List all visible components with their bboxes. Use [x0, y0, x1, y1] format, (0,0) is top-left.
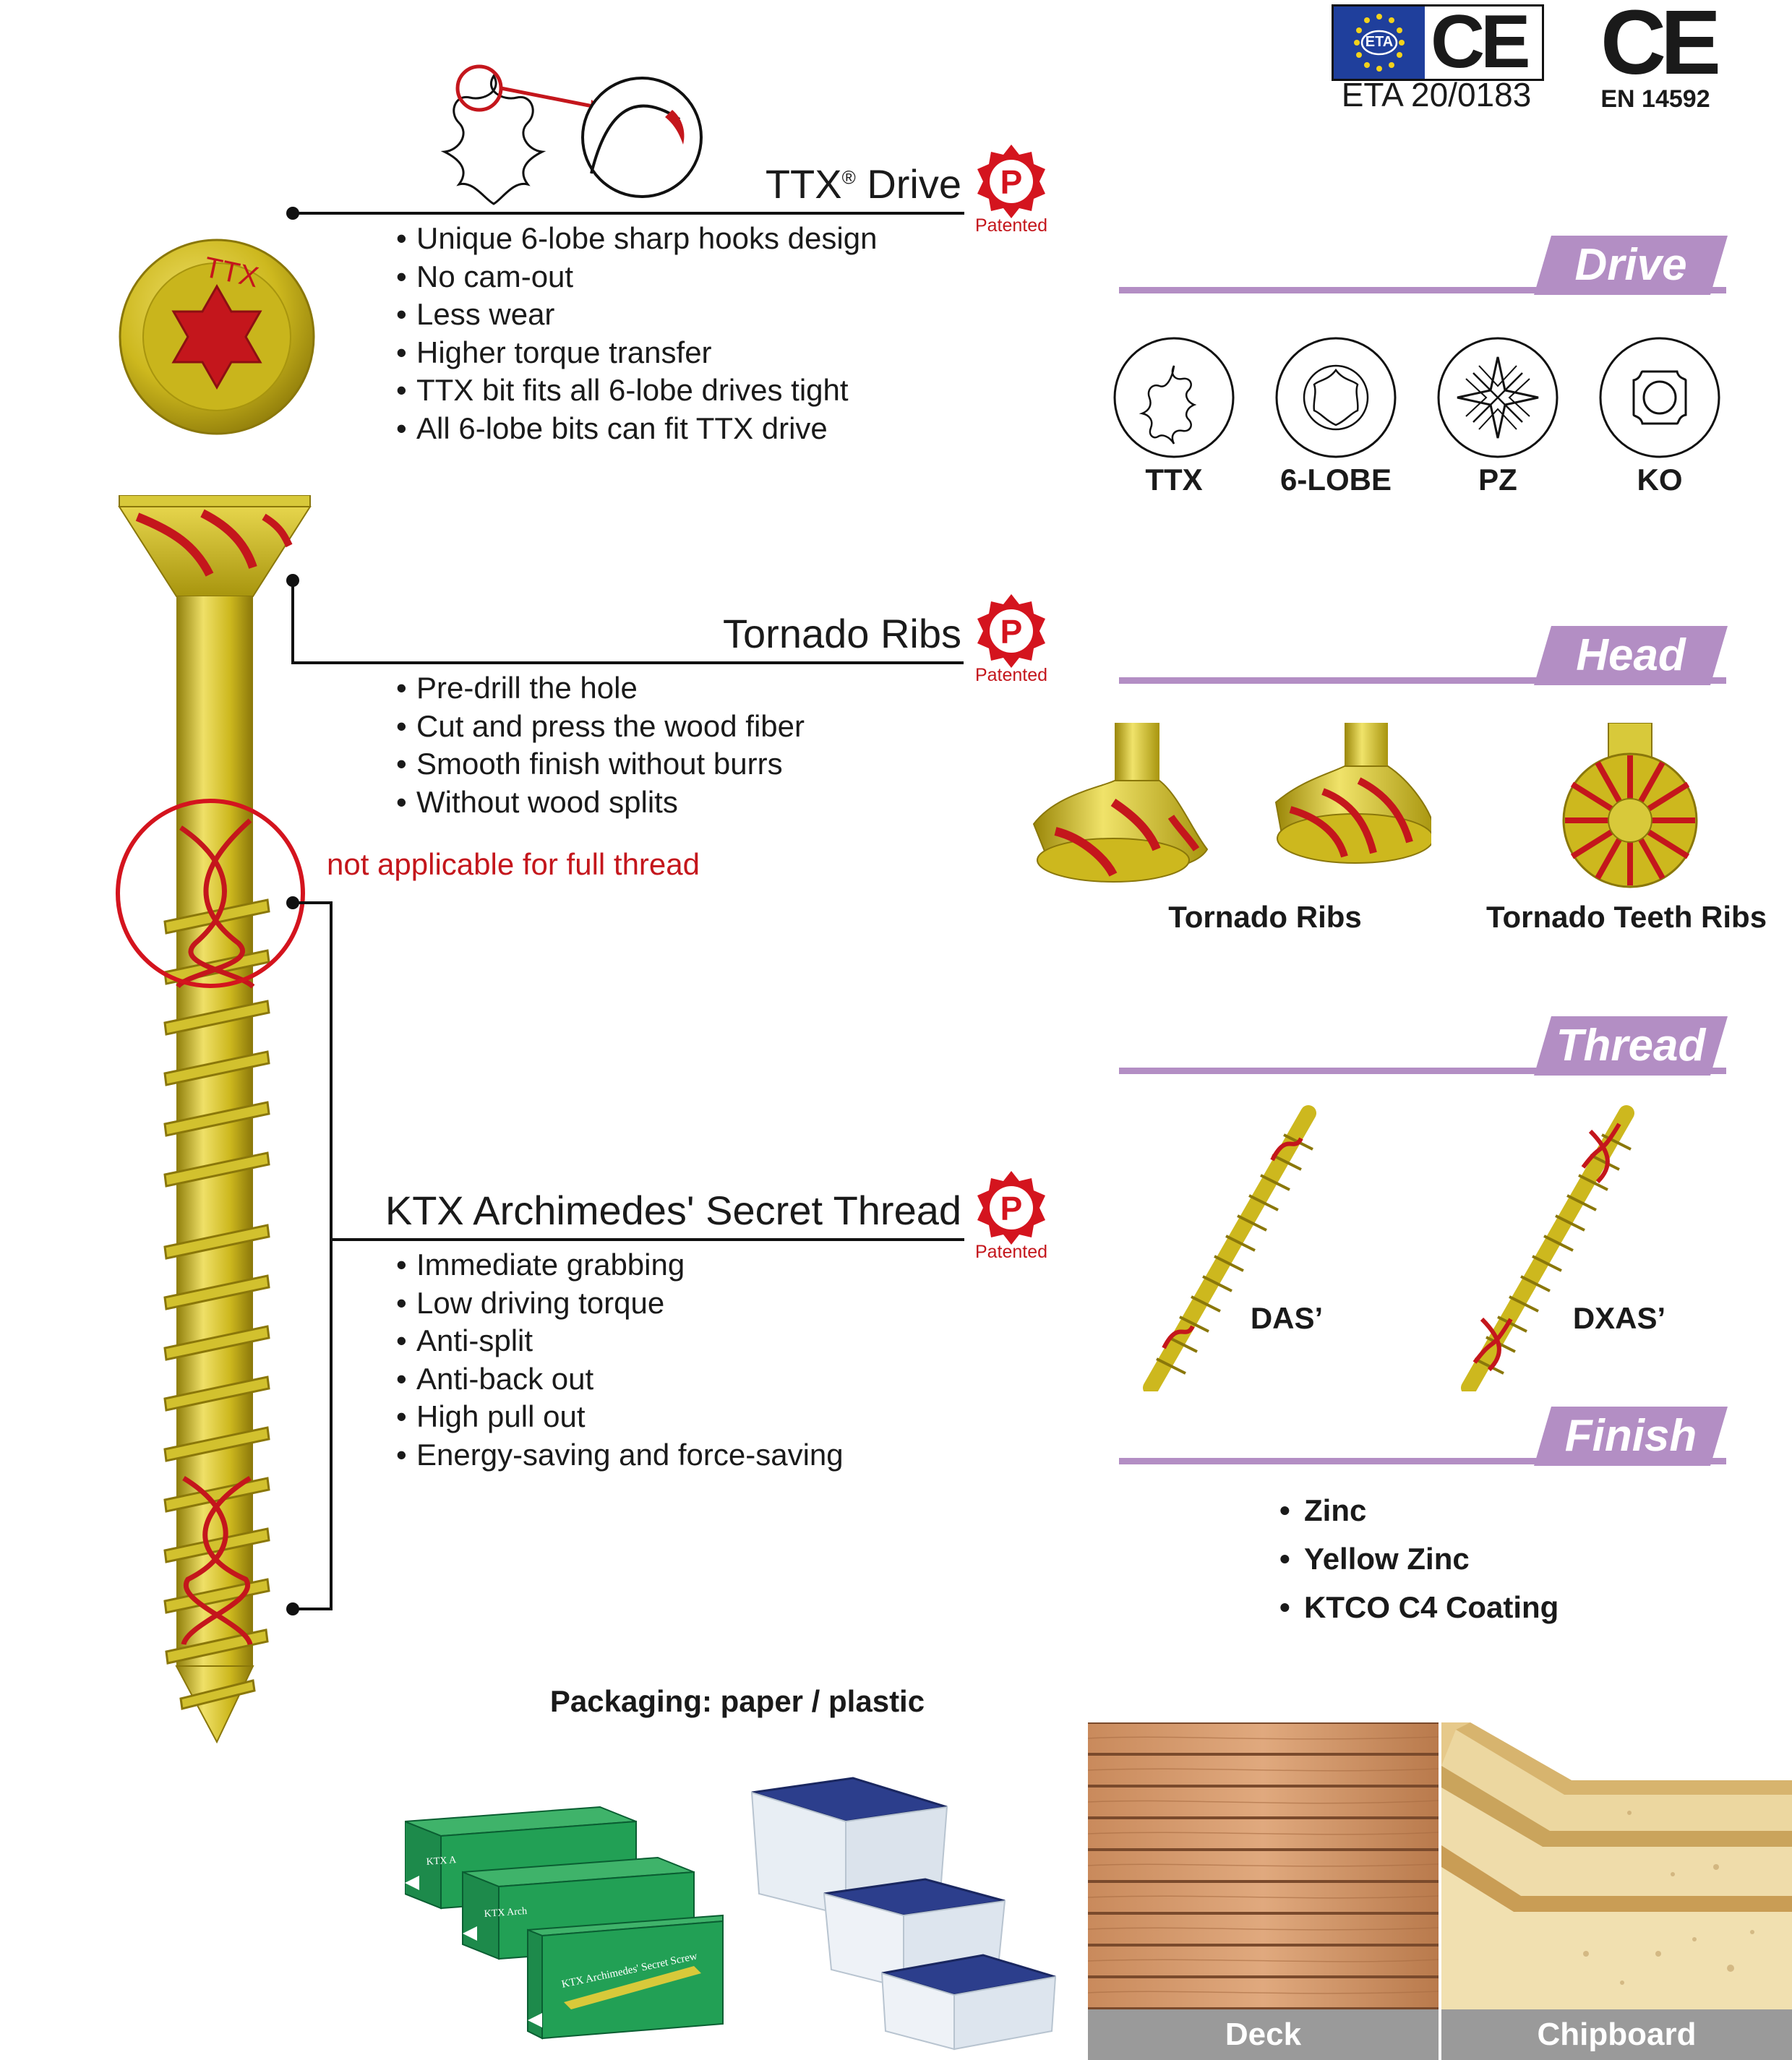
plastic-buckets-image: [750, 1777, 1057, 2051]
list-item: Smooth finish without burrs: [396, 745, 805, 784]
six-lobe-drive-icon: [1275, 337, 1397, 458]
list-item: TTX bit fits all 6-lobe drives tight: [396, 372, 877, 410]
tornado-ribs-title: Tornado Ribs: [723, 611, 961, 656]
head-label-tornado-teeth-ribs: Tornado Teeth Ribs: [1486, 900, 1767, 934]
finish-section-title: Finish: [1534, 1407, 1728, 1466]
ktx-thread-title: KTX Archimedes' Secret Thread: [385, 1188, 961, 1233]
ktx-thread-bullets: Immediate grabbing Low driving torque An…: [396, 1246, 844, 1474]
drive-icon-ko: [1598, 335, 1722, 463]
das-thread-image: [1143, 1105, 1316, 1391]
deck-caption: Deck: [1088, 2009, 1439, 2060]
svg-text:P: P: [1000, 1190, 1023, 1227]
packaging-title: Packaging: paper / plastic: [549, 1684, 925, 1718]
patent-seal-1: P: [972, 142, 1051, 225]
drive-section-title: Drive: [1534, 236, 1728, 295]
pozidriv-icon: [1437, 337, 1559, 458]
svg-text:KTX A: KTX A: [426, 1855, 457, 1868]
svg-text:P: P: [1000, 163, 1023, 201]
list-item: No cam-out: [396, 258, 877, 296]
drive-label-6-lobe: 6-LOBE: [1279, 463, 1392, 497]
ko-drive-icon: [1599, 337, 1720, 458]
patent-seal-icon: P: [977, 594, 1045, 668]
tornado-leader-vertical: [291, 580, 294, 664]
tornado-leader-line: [291, 661, 964, 664]
tornado-ribs-head-image: [1032, 723, 1431, 883]
drive-label-ko: KO: [1637, 463, 1683, 497]
list-item: Unique 6-lobe sharp hooks design: [396, 220, 877, 258]
eta-badge-label: ETA: [1365, 34, 1394, 50]
ce-mark-1: CE: [1431, 0, 1531, 84]
thread-label-dxas: DXAS’: [1572, 1301, 1666, 1335]
deck-application: Deck: [1088, 1722, 1439, 2060]
list-item: Yellow Zinc: [1279, 1535, 1559, 1583]
head-section-title: Head: [1534, 626, 1728, 685]
drive-label-pz: PZ: [1478, 463, 1517, 497]
eta-ce-mark: ETA CE: [1332, 0, 1544, 84]
thread-section-title: Thread: [1534, 1016, 1728, 1076]
finish-list: Zinc Yellow Zinc KTCO C4 Coating: [1279, 1486, 1559, 1631]
tornado-ribs-bullets: Pre-drill the hole Cut and press the woo…: [396, 669, 805, 821]
full-thread-highlight-circle: [116, 799, 305, 988]
full-thread-note: not applicable for full thread: [327, 847, 700, 881]
ce-mark-2: CE: [1600, 0, 1721, 93]
ktx-leader-bottom-stub: [292, 1608, 333, 1610]
list-item: Anti-split: [396, 1322, 844, 1360]
chipboard-caption: Chipboard: [1441, 2009, 1792, 2060]
list-item: High pull out: [396, 1398, 844, 1436]
list-item: All 6-lobe bits can fit TTX drive: [396, 410, 877, 448]
drive-section-rule: [1119, 287, 1726, 293]
list-item: Energy-saving and force-saving: [396, 1436, 844, 1475]
ktx-leader-line: [330, 1238, 964, 1241]
list-item: Low driving torque: [396, 1284, 844, 1323]
thread-section-rule: [1119, 1068, 1726, 1074]
list-item: Zinc: [1279, 1486, 1559, 1535]
ktx-leader-top-stub: [292, 901, 333, 904]
list-item: Cut and press the wood fiber: [396, 708, 805, 746]
ttx-screw-head: TTX: [119, 239, 315, 435]
paper-boxes-image: KTX A KTX Arch KTX Archimedes' Secret Sc…: [405, 1806, 724, 2040]
chipboard-image: [1441, 1722, 1792, 2009]
thread-label-das: DAS’: [1250, 1301, 1324, 1335]
list-item: Without wood splits: [396, 784, 805, 822]
patent-seal-icon: P: [977, 145, 1045, 218]
eta-badge: ETA: [1334, 7, 1425, 79]
svg-text:P: P: [1000, 613, 1023, 651]
tornado-teeth-ribs-head-image: [1562, 723, 1698, 888]
ttx-drive-icon: [1113, 337, 1235, 458]
patented-label-1: Patented: [974, 215, 1048, 236]
ktx-leader-vertical: [330, 901, 333, 1610]
svg-text:KTX Arch: KTX Arch: [484, 1906, 527, 1920]
ttx-leader-line: [292, 212, 964, 215]
list-item: Anti-back out: [396, 1360, 844, 1399]
en-number: EN 14592: [1600, 85, 1710, 113]
screw-body: [118, 495, 312, 1744]
patented-label-2: Patented: [974, 665, 1048, 685]
list-item: Higher torque transfer: [396, 334, 877, 372]
chipboard-application: Chipboard: [1441, 1722, 1792, 2060]
list-item: Less wear: [396, 296, 877, 334]
patent-seal-icon: P: [977, 1171, 1045, 1245]
dxas-thread-image: [1461, 1105, 1634, 1391]
list-item: Immediate grabbing: [396, 1246, 844, 1284]
deck-wood-image: [1088, 1722, 1439, 2009]
list-item: KTCO C4 Coating: [1279, 1583, 1559, 1631]
finish-section-rule: [1119, 1458, 1726, 1464]
drive-label-ttx: TTX: [1145, 463, 1203, 497]
head-section-rule: [1119, 677, 1726, 684]
ttx-drive-diagram: [440, 64, 703, 205]
drive-icon-6-lobe: [1274, 335, 1398, 463]
registered-mark: ®: [841, 166, 856, 189]
patented-label-3: Patented: [974, 1242, 1048, 1262]
ttx-drive-title: TTX® Drive: [765, 161, 961, 207]
drive-icon-ttx: [1112, 335, 1236, 463]
head-label-tornado-ribs: Tornado Ribs: [1168, 900, 1362, 934]
patent-seal-2: P: [972, 591, 1051, 674]
patent-seal-3: P: [972, 1168, 1051, 1251]
drive-icon-pz: [1436, 335, 1560, 463]
eta-number: ETA 20/0183: [1341, 76, 1532, 113]
list-item: Pre-drill the hole: [396, 669, 805, 708]
ttx-drive-bullets: Unique 6-lobe sharp hooks design No cam-…: [396, 220, 877, 447]
eta-stars-icon: [1354, 14, 1405, 72]
